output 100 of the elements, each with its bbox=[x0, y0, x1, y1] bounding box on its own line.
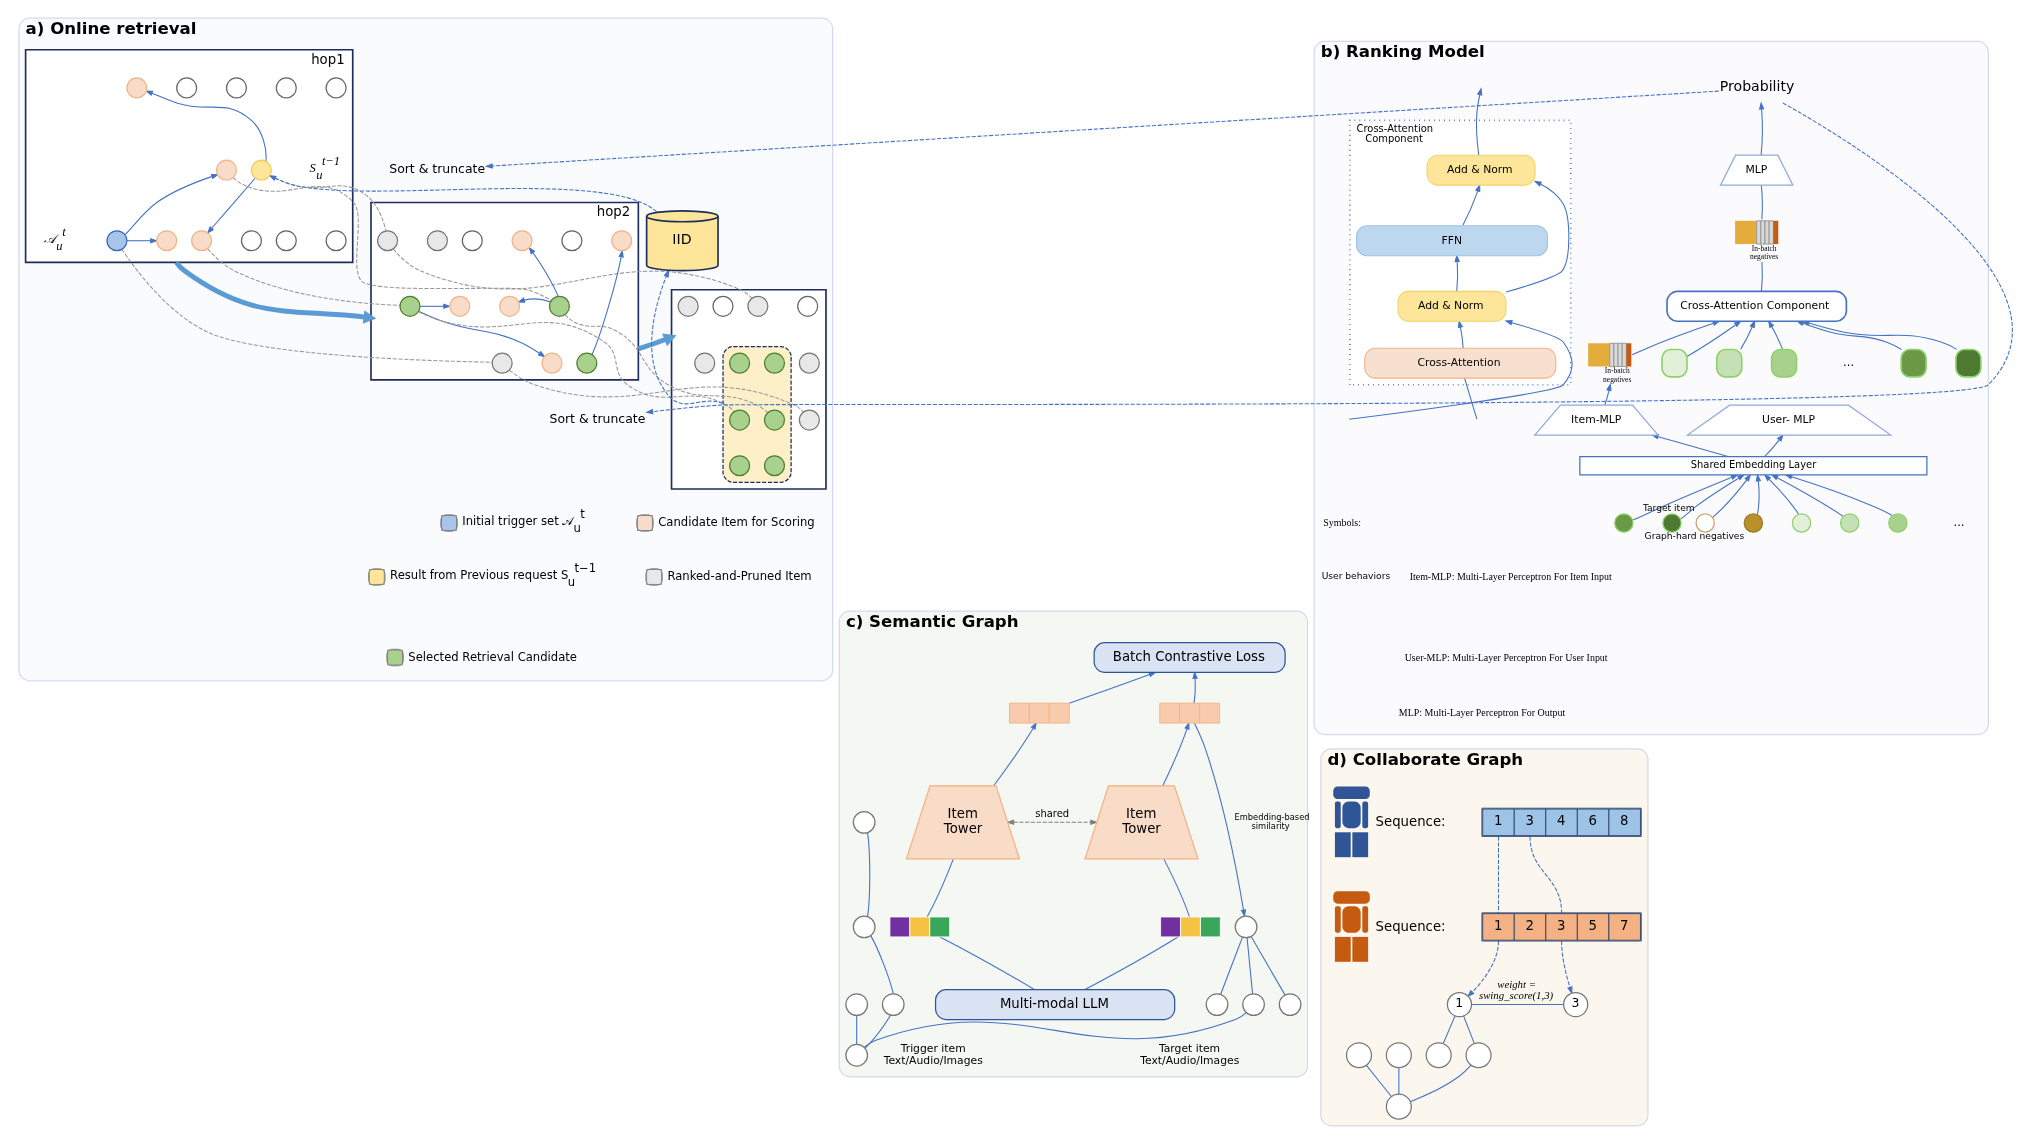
connector bbox=[863, 1012, 1247, 1048]
node-circle bbox=[225, 77, 247, 99]
node-circle bbox=[575, 352, 597, 374]
edge-label: weight = swing_score(1,3) bbox=[1478, 978, 1553, 1002]
arrow bbox=[1457, 319, 1464, 349]
node-circle bbox=[844, 993, 868, 1016]
arrow bbox=[1453, 254, 1460, 292]
node-text: Sort & truncate bbox=[388, 161, 485, 177]
arrow bbox=[527, 246, 559, 297]
node-circle bbox=[325, 77, 347, 99]
cluster: hop2 bbox=[369, 201, 639, 381]
connector bbox=[206, 248, 400, 306]
node-circle bbox=[1464, 1042, 1492, 1069]
node-box: Add & Norm bbox=[1426, 154, 1536, 186]
arrow bbox=[124, 174, 219, 236]
node-circle bbox=[491, 352, 513, 374]
edge-label: Embedding-based similarity bbox=[1233, 811, 1310, 831]
arrow bbox=[417, 310, 546, 358]
node-circle bbox=[190, 230, 212, 252]
node-circle bbox=[746, 295, 768, 317]
arrow bbox=[1348, 320, 1573, 420]
connector bbox=[866, 832, 870, 918]
node-circle bbox=[1661, 513, 1682, 533]
connector bbox=[869, 935, 894, 995]
node-circle bbox=[540, 352, 563, 374]
legend-label: Selected Retrieval Candidate bbox=[407, 649, 577, 664]
arrow bbox=[516, 297, 551, 303]
arrow bbox=[637, 333, 677, 352]
node-box bbox=[1954, 348, 1982, 378]
label: User behaviors bbox=[1321, 571, 1390, 582]
label: ... bbox=[1952, 515, 1965, 530]
node-circle bbox=[240, 230, 262, 252]
edge-label: shared bbox=[1034, 808, 1069, 820]
node-circle bbox=[155, 230, 177, 252]
arrow bbox=[1758, 101, 1764, 156]
node-label: Sequence: bbox=[1375, 918, 1446, 934]
connector bbox=[417, 311, 735, 413]
connector bbox=[1397, 1067, 1399, 1095]
node-label: Graph-hard negatives bbox=[1644, 531, 1744, 542]
arrow bbox=[1191, 670, 1198, 704]
arrow bbox=[1763, 433, 1784, 457]
node-circle bbox=[796, 295, 818, 317]
legend-label: Ranked-and-Pruned Item bbox=[666, 569, 812, 584]
connector bbox=[1250, 935, 1285, 996]
arrow bbox=[144, 90, 267, 162]
legend-label: Candidate Item for Scoring bbox=[657, 515, 815, 530]
arrow bbox=[992, 721, 1037, 787]
node-circle bbox=[376, 230, 398, 252]
node-box: Cross-Attention bbox=[1363, 347, 1556, 379]
node-circle bbox=[1791, 513, 1811, 533]
node-box: Shared Embedding Layer bbox=[1578, 455, 1928, 476]
connector bbox=[925, 858, 954, 918]
node-circle bbox=[426, 230, 448, 252]
arrow bbox=[591, 249, 624, 356]
arrow bbox=[173, 260, 376, 324]
node-circle bbox=[763, 352, 785, 374]
node-box: Multi-modal LLM bbox=[934, 989, 1175, 1021]
node-circle bbox=[498, 295, 520, 317]
arrow bbox=[1193, 722, 1246, 918]
connector bbox=[1442, 1015, 1456, 1044]
arrow bbox=[1603, 383, 1612, 406]
node-circle bbox=[175, 77, 197, 99]
node-circle bbox=[1839, 513, 1859, 533]
node-circle bbox=[610, 230, 632, 252]
node-circle bbox=[1205, 993, 1228, 1016]
node-box bbox=[1715, 348, 1743, 378]
node-circle bbox=[677, 295, 699, 317]
node-circle bbox=[1887, 513, 1908, 533]
node-circle: 1 bbox=[1446, 991, 1472, 1018]
node-circle bbox=[448, 295, 470, 317]
node-box bbox=[1899, 348, 1927, 378]
arrow bbox=[126, 237, 158, 244]
node-circle bbox=[560, 230, 582, 252]
node-circle bbox=[398, 295, 421, 317]
connector bbox=[1462, 1015, 1475, 1044]
node-label: Sequence: bbox=[1375, 813, 1446, 829]
node-circle bbox=[763, 455, 785, 477]
node-box: Batch Contrastive Loss bbox=[1093, 641, 1286, 674]
connector bbox=[1365, 1064, 1392, 1098]
label: Trigger item Text/Audio/Images bbox=[883, 1042, 983, 1067]
node-circle bbox=[852, 915, 876, 939]
arrow bbox=[1739, 319, 1755, 350]
arrow bbox=[484, 90, 1719, 169]
node-circle bbox=[105, 230, 128, 252]
node-circle bbox=[763, 409, 785, 431]
node-circle bbox=[1234, 915, 1257, 939]
node-box bbox=[1660, 348, 1688, 378]
node-circle bbox=[693, 352, 715, 374]
label: MLP: Multi-Layer Perceptron For Output bbox=[1398, 707, 1565, 719]
node-circle bbox=[1385, 1042, 1412, 1069]
arrow bbox=[644, 102, 2013, 415]
node-text: Probability bbox=[1719, 78, 1794, 95]
node-circle bbox=[275, 77, 297, 99]
node-circle bbox=[250, 159, 272, 181]
node-circle bbox=[461, 230, 483, 252]
arrow bbox=[650, 269, 724, 405]
arrow bbox=[1005, 819, 1098, 826]
connector bbox=[1162, 858, 1190, 918]
node-box: Cross-Attention Component bbox=[1665, 290, 1847, 323]
cluster bbox=[670, 288, 827, 490]
